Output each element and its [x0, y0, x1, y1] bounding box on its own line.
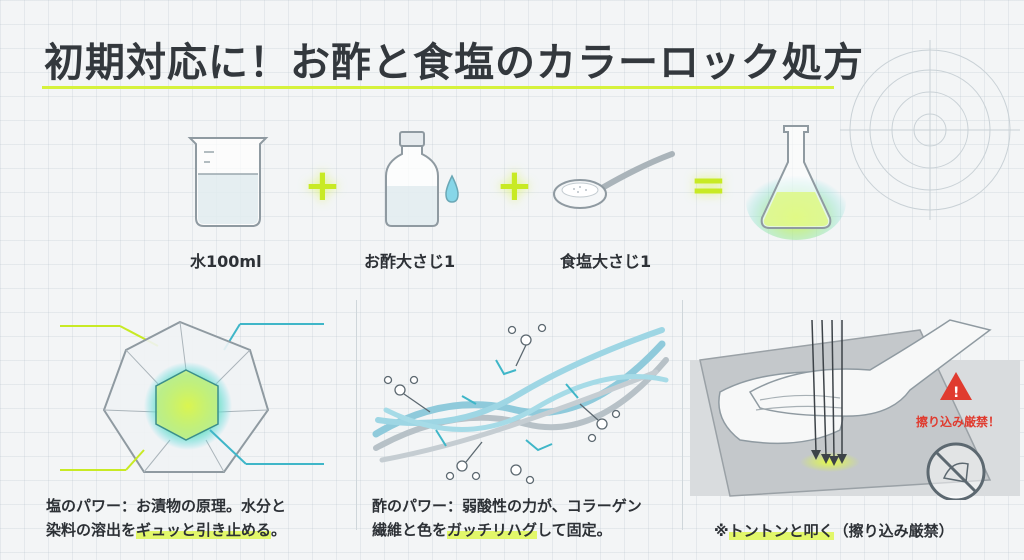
salt-line2-post: 。	[271, 521, 287, 539]
tapping-caption-pre: ※	[714, 522, 729, 540]
vinegar-power-text: 酢のパワー：弱酸性の力が、コラーゲン 繊維と色をガッチリハグして固定。	[372, 494, 642, 542]
tapping-caption-post: （擦り込み厳禁）	[833, 522, 954, 540]
tapping-hand-illustration: !	[690, 319, 1020, 500]
panel-divider-1	[356, 300, 357, 530]
decorative-target-graphic	[840, 40, 1020, 220]
salt-power-line-1: 塩のパワー：お漬物の原理。水分と	[46, 497, 287, 515]
plus-sign-1: +	[304, 160, 341, 211]
collagen-fiber-icon	[372, 323, 669, 485]
no-rubbing-warning: 擦り込み厳禁！	[916, 415, 1001, 429]
tapping-panel: ! 擦り込み厳禁！ ※トントンと叩く（擦り込み厳禁）	[690, 300, 1020, 552]
plus-sign-2: +	[496, 160, 533, 211]
formula-row: 水100ml + お酢大さじ1 + 食塩大さじ1 =	[0, 110, 1024, 280]
salt-power-panel: 塩のパワー：お漬物の原理。水分と 染料の溶出をギュッと引き止める。	[40, 300, 340, 552]
equals-sign: =	[690, 160, 727, 211]
vinegar-bottle-icon	[385, 131, 459, 227]
title-underline	[42, 86, 834, 89]
svg-text:!: !	[953, 385, 959, 401]
tapping-caption-highlight: トントンと叩く	[728, 522, 834, 540]
salt-line2-highlight: ギュッと引き止める	[136, 521, 272, 539]
salt-spoon-icon	[553, 151, 675, 209]
vinegar-line2-highlight: ガッチリハグ	[447, 521, 538, 539]
tapping-caption: ※トントンと叩く（擦り込み厳禁）	[714, 520, 954, 541]
salt-line2-pre: 染料の溶出を	[46, 521, 137, 539]
vinegar-power-line-2: 繊維と色をガッチリハグして固定。	[372, 518, 642, 542]
vinegar-power-panel: 酢のパワー：弱酸性の力が、コラーゲン 繊維と色をガッチリハグして固定。	[366, 300, 672, 552]
flask-icon	[746, 125, 846, 240]
vinegar-label: お酢大さじ1	[364, 252, 456, 271]
salt-label: 食塩大さじ1	[560, 252, 652, 271]
beaker-icon	[187, 137, 269, 227]
salt-crystal-icon	[60, 320, 324, 473]
panel-divider-2	[682, 300, 683, 530]
vinegar-line2-post: して固定。	[537, 521, 612, 539]
salt-power-line-2: 染料の溶出をギュッと引き止める。	[46, 518, 286, 542]
salt-power-text: 塩のパワー：お漬物の原理。水分と 染料の溶出をギュッと引き止める。	[46, 494, 286, 542]
vinegar-line2-pre: 繊維と色を	[372, 521, 448, 539]
vinegar-power-line-1: 酢のパワー：弱酸性の力が、コラーゲン	[372, 497, 642, 515]
page-title: 初期対応に！お酢と食塩のカラーロック処方	[44, 40, 864, 86]
water-label: 水100ml	[190, 252, 262, 271]
